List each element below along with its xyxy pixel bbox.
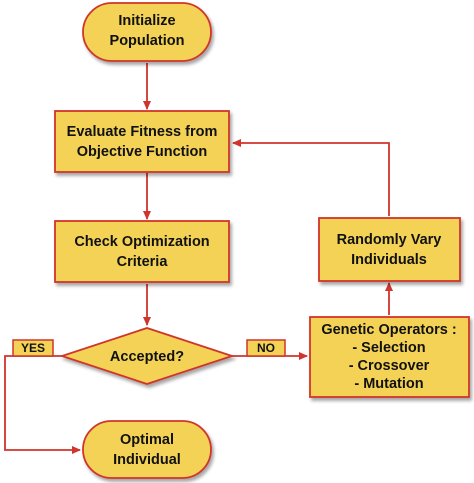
vary-line2: Individuals (351, 252, 427, 268)
arrow-vary-to-evaluate (232, 139, 390, 216)
yes-tag: YES (12, 339, 54, 357)
optimal-line2: Individual (113, 452, 181, 468)
check-line2: Criteria (117, 254, 169, 270)
yes-label: YES (21, 341, 45, 355)
node-randomly-vary: Randomly Vary Individuals (318, 217, 461, 282)
initialize-line1: Initialize (118, 13, 175, 29)
genetic-line4: - Mutation (354, 376, 423, 392)
no-label: NO (257, 341, 275, 355)
check-line1: Check Optimization (74, 234, 209, 250)
genetic-line1: Genetic Operators : (321, 322, 456, 338)
node-initialize-population: Initialize Population (82, 2, 212, 62)
genetic-line2: - Selection (352, 340, 425, 356)
node-optimal-individual: Optimal Individual (82, 420, 212, 479)
evaluate-line2: Objective Function (77, 144, 208, 160)
node-evaluate-fitness: Evaluate Fitness from Objective Function (54, 110, 230, 173)
node-accepted-decision: Accepted? (59, 327, 235, 385)
node-genetic-operators: Genetic Operators : - Selection - Crosso… (309, 316, 470, 398)
vary-line1: Randomly Vary (337, 232, 442, 248)
optimal-line1: Optimal (120, 432, 174, 448)
initialize-line2: Population (110, 33, 185, 49)
node-check-optimization: Check Optimization Criteria (54, 220, 230, 283)
evaluate-line1: Evaluate Fitness from (67, 124, 218, 140)
accepted-label: Accepted? (110, 349, 184, 365)
arrow-accepted-yes-to-optimal (4, 355, 81, 454)
no-tag: NO (246, 339, 286, 357)
genetic-line3: - Crossover (349, 358, 430, 374)
